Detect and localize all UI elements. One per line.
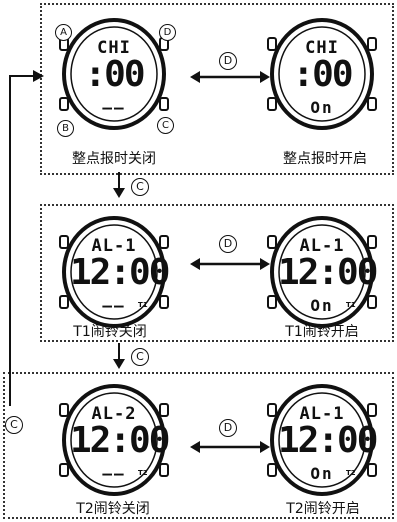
button-d-transition-label: D xyxy=(219,235,237,253)
lcd-alarm-tag: T1 xyxy=(138,301,148,309)
button-c-transition-label: C xyxy=(131,348,149,366)
lcd-time-text: 12:00 xyxy=(70,252,170,293)
watch-lcd: AL-1 12:00 On T2 xyxy=(266,382,378,498)
lcd-time-text: 12:00 xyxy=(70,420,170,461)
loop-back-arrow-icon xyxy=(9,70,44,406)
down-arrow-icon xyxy=(113,172,125,198)
lcd-status-text: On xyxy=(310,296,334,315)
lcd-alarm-tag: T1 xyxy=(346,301,356,309)
lcd-mode-text: AL-2 xyxy=(91,404,137,424)
button-b-label: B xyxy=(57,120,74,137)
watch-case-icon xyxy=(267,384,377,496)
panel-alarm-t1 xyxy=(40,204,394,342)
lcd-status-text: —— xyxy=(102,296,126,315)
lcd-mode-text: AL-1 xyxy=(91,236,137,256)
lcd-status-text: On xyxy=(310,464,334,483)
lcd-time-text: :00 xyxy=(84,54,145,95)
caption-chime-on: 整点报时开启 xyxy=(283,151,367,167)
watch-alarm-t1-on: AL-1 12:00 On T1 xyxy=(266,214,378,330)
watch-alarm-t1-off: AL-1 12:00 —— T1 xyxy=(58,214,170,330)
lcd-time-text: 12:00 xyxy=(278,252,378,293)
lcd-status-text: —— xyxy=(102,464,126,483)
button-c-label: C xyxy=(157,117,174,134)
button-d-transition-label: D xyxy=(219,52,237,70)
panel-alarm-t2 xyxy=(3,372,394,519)
watch-case-icon xyxy=(59,18,169,130)
watch-chime-on: CHI :00 On xyxy=(266,16,378,132)
button-c-transition-label: C xyxy=(131,178,149,196)
panel-hourly-chime xyxy=(40,3,394,175)
watch-lcd: AL-2 12:00 —— T2 xyxy=(58,382,170,498)
bidirectional-arrow-icon xyxy=(190,71,270,83)
lcd-mode-text: CHI xyxy=(97,38,131,58)
watch-case-icon xyxy=(267,216,377,328)
button-a-label: A xyxy=(55,24,72,41)
watch-lcd: AL-1 12:00 —— T1 xyxy=(58,214,170,330)
watch-case-icon xyxy=(59,216,169,328)
watch-case-icon xyxy=(267,18,377,130)
lcd-mode-text: CHI xyxy=(305,38,339,58)
caption-alarm-t1-on: T1闹铃开启 xyxy=(285,324,359,340)
caption-alarm-t2-off: T2闹铃关闭 xyxy=(76,501,150,517)
lcd-status-text: —— xyxy=(102,98,126,117)
lcd-mode-text: AL-1 xyxy=(299,236,345,256)
watch-lcd: CHI :00 —— xyxy=(58,16,170,132)
lcd-alarm-tag: T2 xyxy=(346,469,356,477)
watch-alarm-t2-off: AL-2 12:00 —— T2 xyxy=(58,382,170,498)
caption-chime-off: 整点报时关闭 xyxy=(72,151,156,167)
lcd-status-text: On xyxy=(310,98,334,117)
lcd-alarm-tag: T2 xyxy=(138,469,148,477)
watch-lcd: AL-1 12:00 On T1 xyxy=(266,214,378,330)
watch-lcd: CHI :00 On xyxy=(266,16,378,132)
bidirectional-arrow-icon xyxy=(190,258,270,270)
button-d-transition-label: D xyxy=(219,419,237,437)
down-arrow-icon xyxy=(113,343,125,369)
bidirectional-arrow-icon xyxy=(190,441,270,453)
watch-case-icon xyxy=(59,384,169,496)
lcd-time-text: :00 xyxy=(292,54,353,95)
caption-alarm-t2-on: T2闹铃开启 xyxy=(286,501,360,517)
watch-chime-off: CHI :00 —— xyxy=(58,16,170,132)
watch-alarm-t2-on: AL-1 12:00 On T2 xyxy=(266,382,378,498)
caption-alarm-t1-off: T1闹铃关闭 xyxy=(73,324,147,340)
lcd-time-text: 12:00 xyxy=(278,420,378,461)
lcd-mode-text: AL-1 xyxy=(299,404,345,424)
button-d-label: D xyxy=(159,24,176,41)
button-c-loop-label: C xyxy=(5,416,23,434)
